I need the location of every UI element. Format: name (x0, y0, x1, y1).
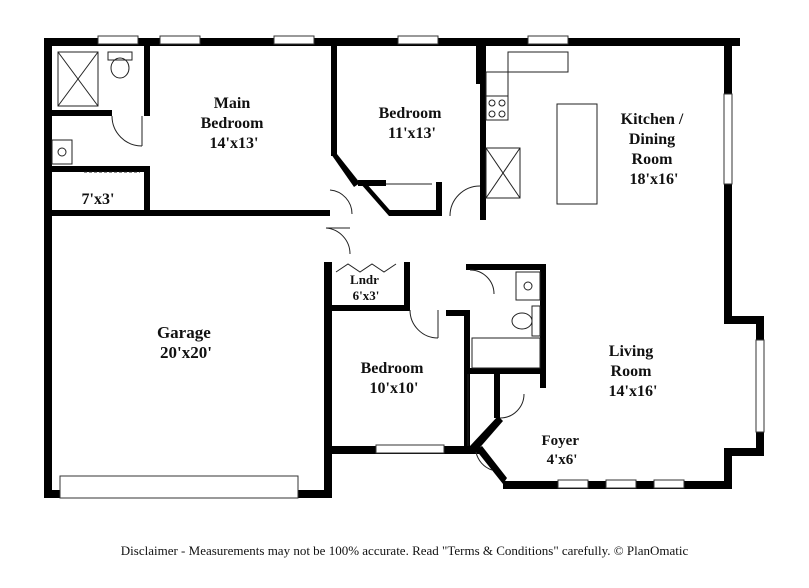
fixtures (51, 51, 598, 369)
disclaimer-text: Disclaimer - Measurements may not be 100… (120, 543, 689, 558)
bedroom-3-label: Bedroom 10'x10' (361, 360, 428, 397)
windows (97, 35, 765, 489)
foyer-label: Foyer 4'x6' (542, 433, 583, 468)
closet-label: 7'x3' (82, 191, 115, 208)
interior-walls (44, 44, 546, 484)
kitchen-label: Kitchen / Dining Room 18'x16' (621, 111, 688, 188)
bedroom-2-label: Bedroom 11'x13' (379, 105, 446, 142)
living-room-label: Living Room 14'x16' (609, 343, 658, 400)
laundry-label: Lndr 6'x3' (350, 272, 382, 303)
garage-door (59, 475, 299, 499)
doors (111, 115, 525, 471)
main-bedroom-label: Main Bedroom 14'x13' (201, 95, 268, 152)
garage-label: Garage 20'x20' (157, 323, 215, 362)
